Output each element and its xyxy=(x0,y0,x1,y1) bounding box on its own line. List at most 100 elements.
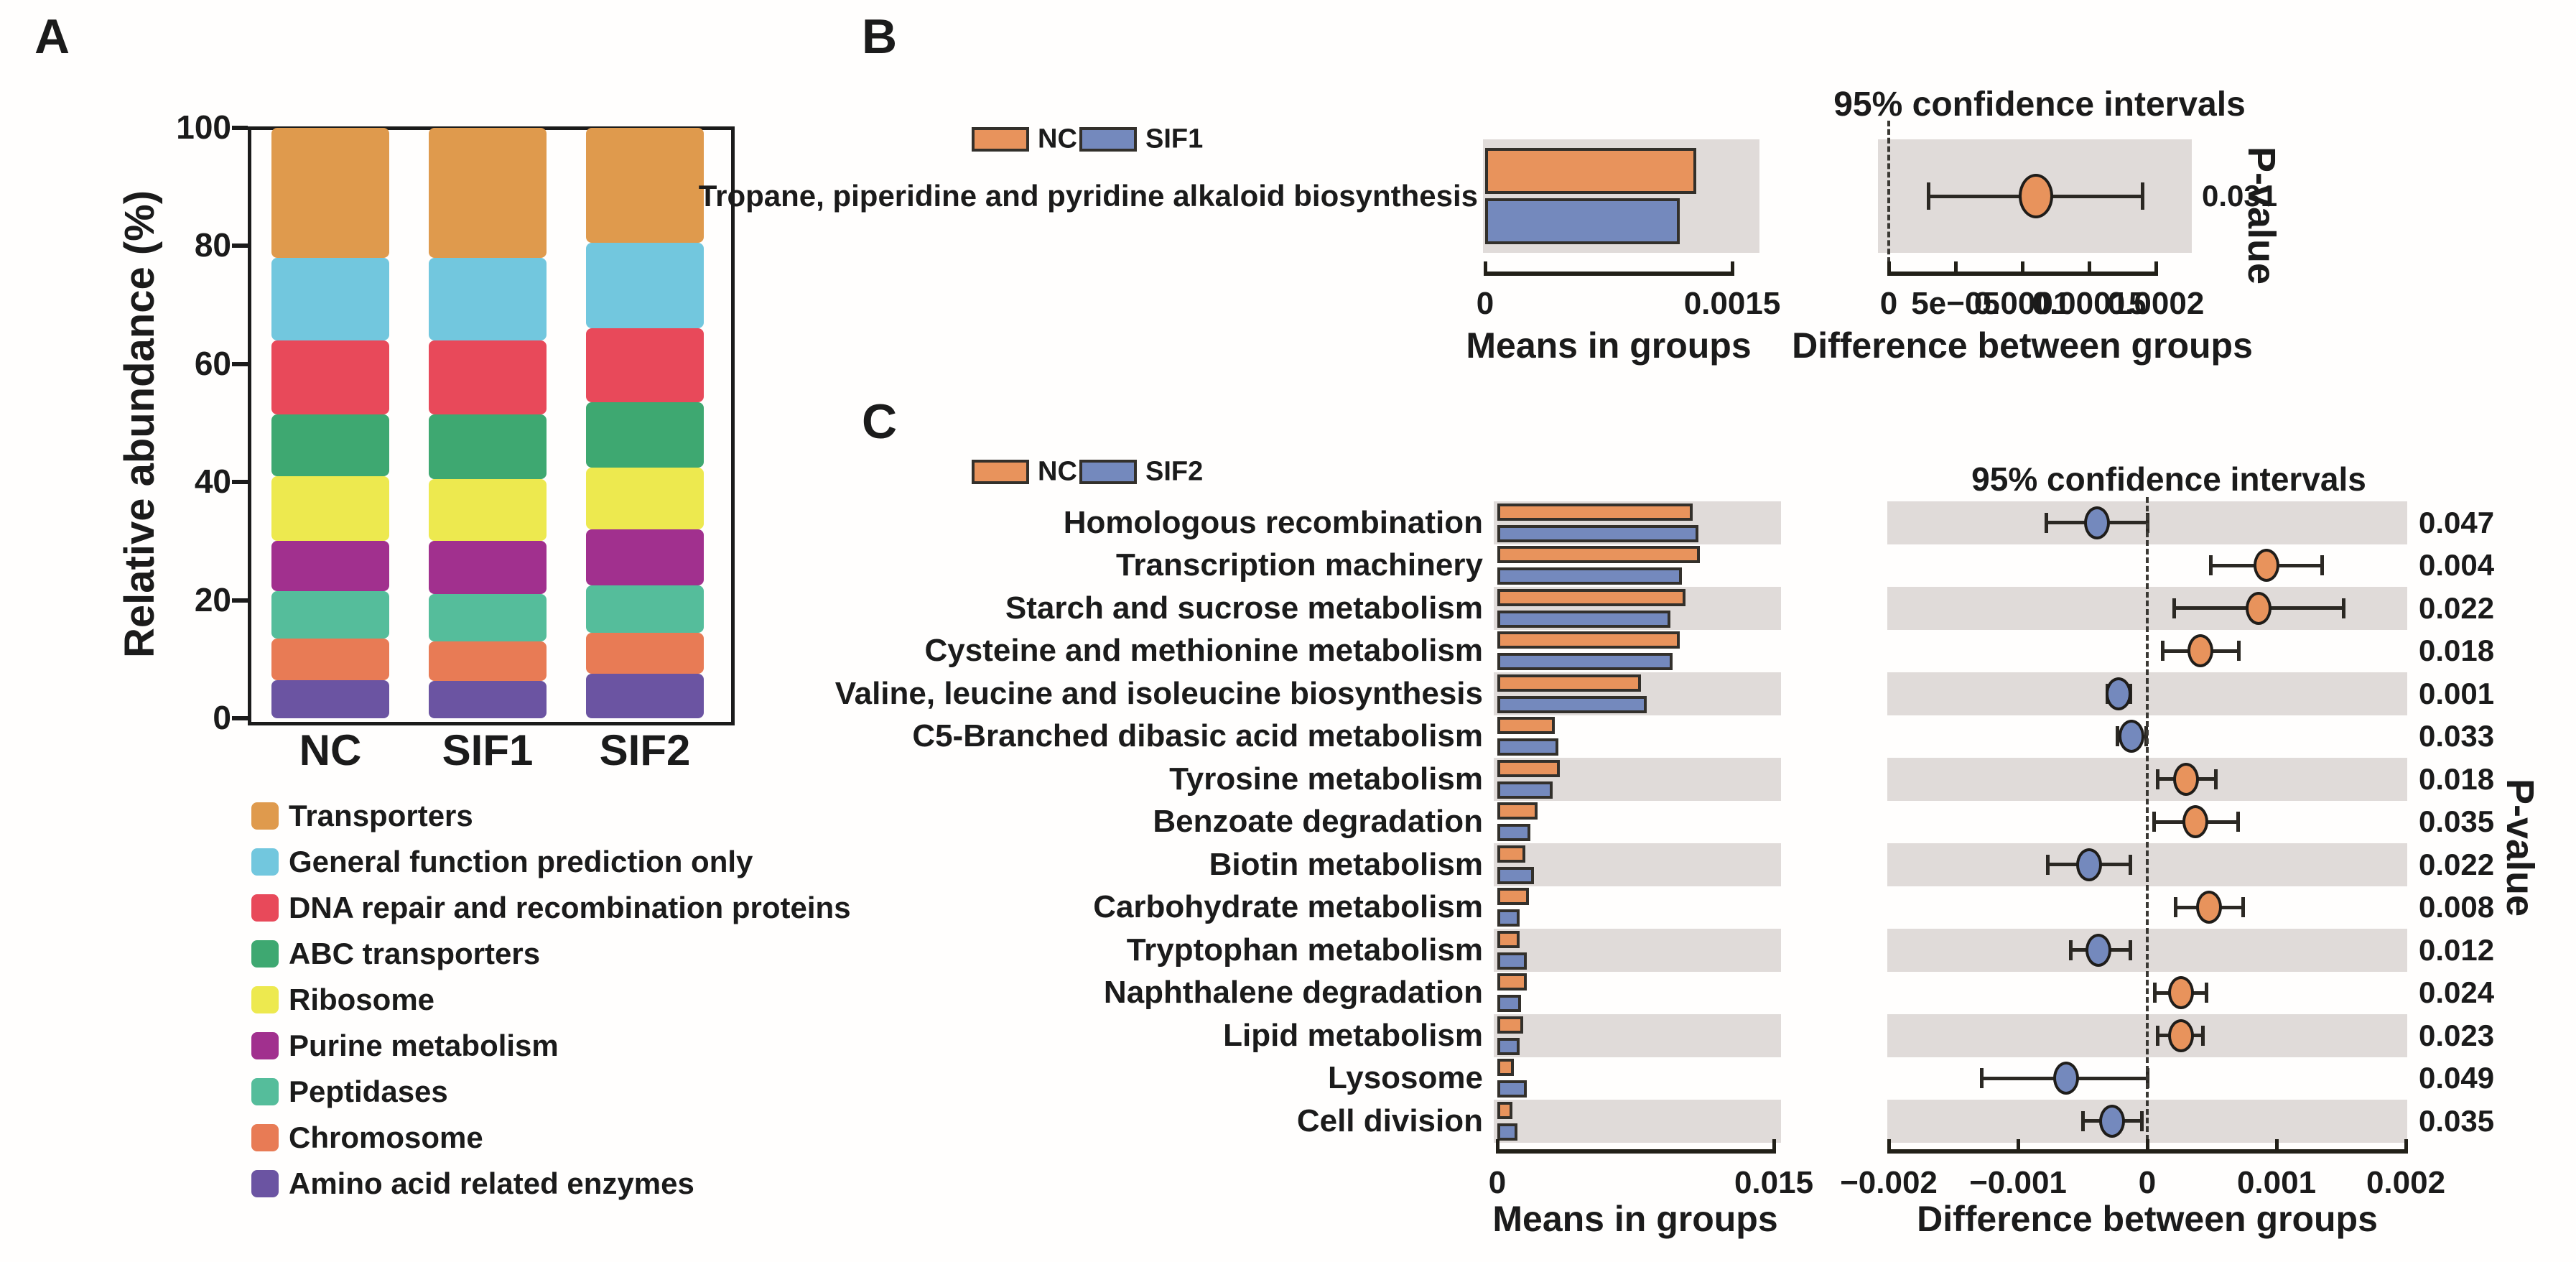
ci-whisker-cap xyxy=(2045,512,2049,533)
ci-whisker-cap xyxy=(2172,598,2177,618)
row-label: Lysosome xyxy=(1327,1060,1483,1096)
ci-whisker-cap xyxy=(2320,555,2324,576)
row-label: Starch and sucrose metabolism xyxy=(1005,590,1483,626)
panel-c-letter: C xyxy=(862,394,898,449)
mean-bar xyxy=(1497,503,1693,521)
ci-dot xyxy=(2196,891,2223,924)
legend-label: Purine metabolism xyxy=(289,1029,559,1062)
axis-tick-mark xyxy=(2154,261,2158,276)
mean-bar xyxy=(1497,1080,1528,1098)
a-y-axis-title: Relative abundance (%) xyxy=(116,190,163,658)
bar-segment xyxy=(271,639,389,680)
row-label: Transcription machinery xyxy=(1115,547,1483,583)
p-value: 0.022 xyxy=(2419,847,2495,881)
axis-tick-label: 0.0002 xyxy=(2107,286,2205,321)
axis-tick-mark xyxy=(2020,261,2024,276)
a-group-label: SIF1 xyxy=(442,726,534,774)
bar-segment xyxy=(429,541,547,595)
b-pvalue-axis-label: P-value xyxy=(2240,146,2283,285)
axis-tick-mark xyxy=(1887,261,1891,276)
ci-whisker-cap xyxy=(1927,182,1931,210)
bar-segment xyxy=(429,479,547,542)
c-pvalue-axis-label: P-value xyxy=(2498,778,2542,917)
a-y-tick-mark xyxy=(232,716,248,720)
mean-bar xyxy=(1497,1016,1523,1034)
ci-whisker-cap xyxy=(2152,812,2156,832)
legend-label: DNA repair and recombination proteins xyxy=(289,891,851,924)
p-value: 0.001 xyxy=(2419,676,2495,710)
row-label: Naphthalene degradation xyxy=(1103,975,1483,1011)
row-label: Benzoate degradation xyxy=(1153,804,1483,840)
bar-segment xyxy=(429,594,547,642)
row-label: C5-Branched dibasic acid metabolism xyxy=(912,718,1483,754)
a-y-tick-label: 100 xyxy=(176,108,231,146)
a-y-tick-label: 20 xyxy=(194,580,231,618)
legend-label: General function prediction only xyxy=(289,845,753,878)
axis-tick-mark xyxy=(1483,261,1487,276)
axis-tick-mark xyxy=(2145,1139,2149,1154)
axis-tick-label: −0.002 xyxy=(1840,1165,1938,1200)
p-value: 0.012 xyxy=(2419,932,2495,967)
ci-dot xyxy=(2083,506,2110,539)
bar-segment xyxy=(271,679,389,718)
row-label: Lipid metabolism xyxy=(1223,1017,1483,1053)
mean-bar xyxy=(1497,524,1698,542)
row-label: Tyrosine metabolism xyxy=(1169,761,1483,797)
mean-bar xyxy=(1485,198,1680,244)
ci-whisker-cap xyxy=(2140,1110,2144,1131)
axis-tick-mark xyxy=(2274,1139,2279,1154)
ci-whisker-cap xyxy=(2174,897,2178,918)
a-group-label: NC xyxy=(299,726,362,774)
p-value: 0.022 xyxy=(2419,590,2495,625)
a-y-tick-label: 60 xyxy=(194,344,231,382)
bar-segment xyxy=(271,475,389,542)
axis-tick-label: 0.00015 xyxy=(2032,286,2147,321)
ci-dot xyxy=(2245,591,2272,625)
axis-tick-mark xyxy=(1730,261,1734,276)
axis-tick-label: 5e−05 xyxy=(1911,286,2000,321)
a-y-tick-label: 80 xyxy=(194,226,231,264)
row-band-means xyxy=(1494,1100,1781,1143)
bar-segment xyxy=(271,591,389,639)
a-y-tick-mark xyxy=(232,126,248,130)
legend-swatch xyxy=(1079,460,1137,484)
a-y-tick-mark xyxy=(232,480,248,485)
ci-whisker-cap xyxy=(2241,897,2245,918)
ci-dot xyxy=(2018,174,2053,218)
ci-whisker-cap xyxy=(2237,641,2241,662)
ci-whisker-cap xyxy=(2236,812,2240,832)
ci-dot xyxy=(2119,720,2145,753)
mean-bar xyxy=(1497,1037,1520,1055)
zero-dashed-line xyxy=(1887,121,1890,272)
zero-dashed-line xyxy=(2146,497,2149,1149)
p-value: 0.047 xyxy=(2419,505,2495,539)
axis-line xyxy=(1485,272,1732,276)
axis-tick-mark xyxy=(1772,1139,1776,1154)
axis-tick-label: 0.002 xyxy=(2366,1165,2446,1200)
axis-tick-label: 0 xyxy=(1879,286,1898,321)
legend-label: SIF2 xyxy=(1145,456,1204,487)
ci-dot xyxy=(2253,549,2279,583)
ci-whisker-cap xyxy=(1980,1068,1984,1089)
bar-segment xyxy=(429,681,547,718)
b-diff-axis-title: Difference between groups xyxy=(1792,325,2253,366)
b-ci-title: 95% confidence intervals xyxy=(1833,85,2246,124)
legend-swatch xyxy=(251,1124,279,1151)
mean-bar xyxy=(1497,845,1525,863)
ci-dot xyxy=(2187,634,2213,668)
axis-tick-label: 0 xyxy=(2138,1165,2157,1200)
axis-tick-mark xyxy=(2404,1139,2408,1154)
bar-segment xyxy=(586,243,704,329)
legend-label: Transporters xyxy=(289,799,473,832)
mean-bar xyxy=(1497,1123,1518,1141)
panel-b-letter: B xyxy=(862,9,898,64)
axis-tick-mark xyxy=(2087,261,2091,276)
mean-bar xyxy=(1497,610,1671,628)
legend-label: SIF1 xyxy=(1145,124,1204,154)
row-band-means xyxy=(1494,1014,1781,1057)
p-value: 0.033 xyxy=(2419,719,2495,753)
bar-segment xyxy=(271,541,389,592)
p-value: 0.031 xyxy=(2202,179,2278,213)
legend-swatch xyxy=(251,986,279,1013)
legend-label: ABC transporters xyxy=(289,937,541,970)
